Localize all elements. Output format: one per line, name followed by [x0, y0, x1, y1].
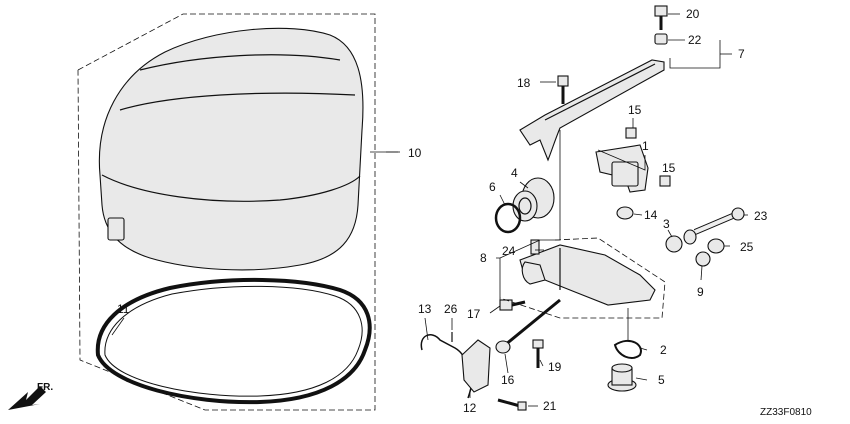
callout-labels: 1 2 3 4 5 6 7 8 9 10 11 12 13 14 15 15 1… — [117, 7, 768, 415]
spring-clip-2[interactable] — [613, 339, 642, 359]
lever-bracket[interactable] — [595, 144, 649, 193]
callout-9[interactable]: 9 — [697, 285, 704, 299]
callout-19[interactable]: 19 — [548, 360, 562, 374]
callout-13[interactable]: 13 — [418, 302, 432, 316]
plate-12[interactable] — [461, 339, 491, 393]
cover-lever[interactable] — [519, 59, 665, 162]
svg-text:FR.: FR. — [37, 382, 53, 393]
callout-17[interactable]: 17 — [467, 307, 481, 321]
screw-16[interactable] — [495, 298, 561, 354]
bolt-18[interactable] — [557, 75, 569, 104]
front-direction-arrow: FR. — [8, 382, 53, 410]
callout-22[interactable]: 22 — [688, 33, 702, 47]
callout-26[interactable]: 26 — [444, 302, 458, 316]
callout-3[interactable]: 3 — [663, 217, 670, 231]
callout-12[interactable]: 12 — [463, 401, 477, 415]
cover-group-boundary — [77, 13, 376, 411]
callout-20[interactable]: 20 — [686, 7, 700, 21]
collar-3b — [683, 229, 697, 245]
bolt-15a[interactable] — [625, 127, 637, 139]
callout-6[interactable]: 6 — [489, 180, 496, 194]
cover-latch — [107, 217, 125, 241]
callout-11[interactable]: 11 — [117, 302, 130, 316]
bolt-23[interactable] — [693, 207, 745, 235]
clip-ring[interactable] — [494, 202, 522, 234]
callout-1[interactable]: 1 — [642, 139, 649, 153]
callout-8[interactable]: 8 — [480, 251, 487, 265]
collar-3[interactable] — [665, 235, 683, 253]
callout-5[interactable]: 5 — [658, 373, 665, 387]
washer-9[interactable] — [695, 251, 711, 267]
collar-22[interactable] — [654, 33, 668, 45]
callout-2[interactable]: 2 — [660, 343, 667, 357]
callout-15a[interactable]: 15 — [628, 103, 642, 117]
bolt-15b[interactable] — [659, 175, 671, 187]
callout-10[interactable]: 10 — [408, 146, 422, 160]
bolt-20[interactable] — [654, 5, 668, 30]
callout-24[interactable]: 24 — [502, 244, 516, 258]
callout-23[interactable]: 23 — [754, 209, 768, 223]
damper-5[interactable] — [607, 363, 637, 392]
cover-seal-ring[interactable] — [95, 277, 372, 405]
drawing-code: ZZ33F0810 — [760, 407, 812, 418]
bolt-21[interactable] — [497, 398, 527, 411]
callout-7[interactable]: 7 — [738, 47, 745, 61]
callout-16[interactable]: 16 — [501, 373, 515, 387]
callout-21[interactable]: 21 — [543, 399, 557, 413]
callout-25[interactable]: 25 — [740, 240, 754, 254]
pin-24[interactable] — [530, 239, 540, 255]
cap-14[interactable] — [616, 206, 634, 220]
bolt-19[interactable] — [532, 339, 544, 368]
callout-18[interactable]: 18 — [517, 76, 531, 90]
callout-15b[interactable]: 15 — [662, 161, 676, 175]
engine-cover[interactable] — [98, 27, 364, 271]
callout-4[interactable]: 4 — [511, 166, 518, 180]
callout-14[interactable]: 14 — [644, 208, 658, 222]
holder-body[interactable] — [519, 244, 656, 306]
nut-25[interactable] — [707, 238, 725, 254]
leader-lines — [111, 13, 748, 407]
